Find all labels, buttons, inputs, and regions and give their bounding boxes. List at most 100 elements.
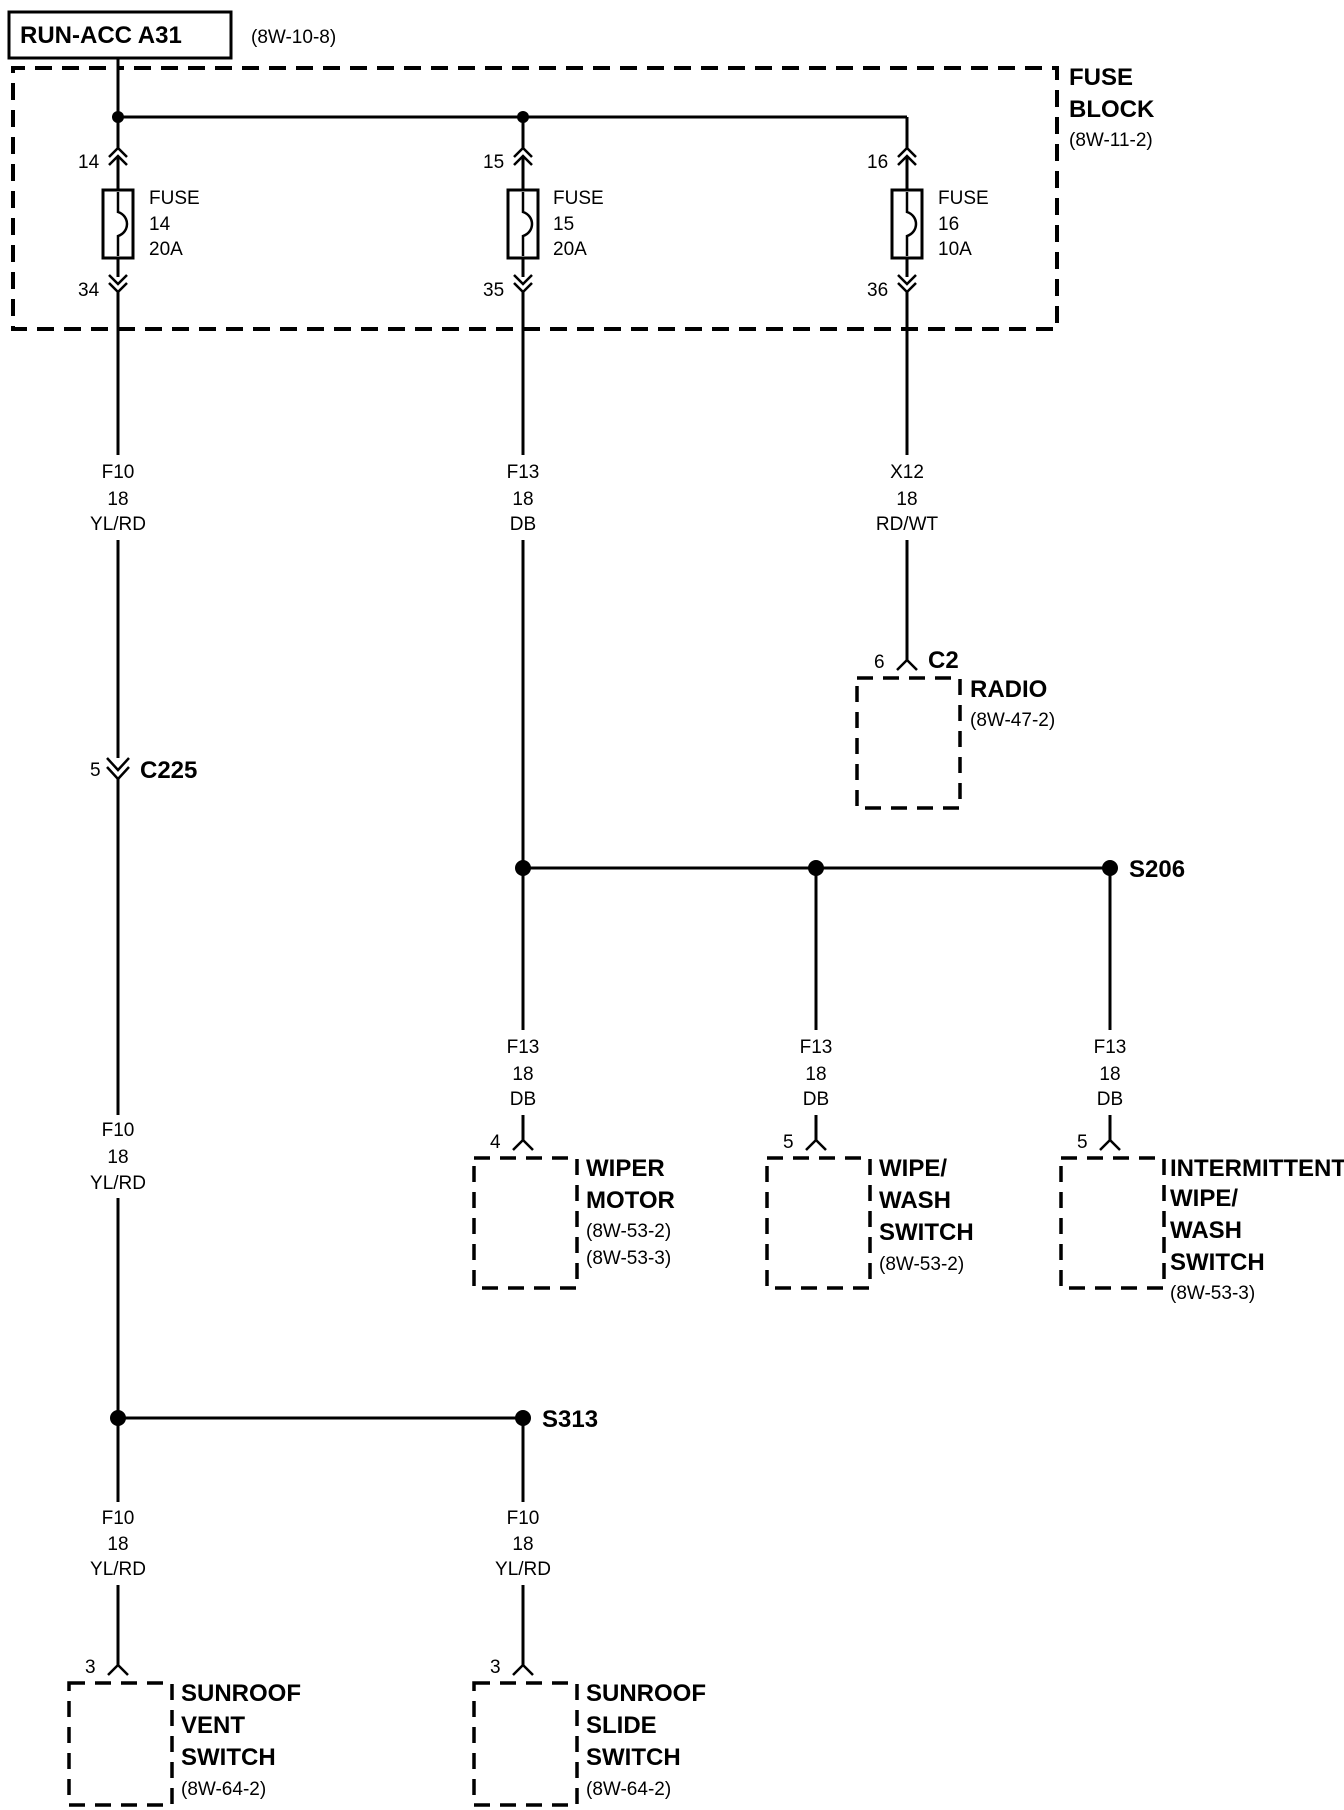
svg-text:F13: F13: [507, 1037, 540, 1058]
fuse14-rating: 20A: [149, 239, 183, 260]
sunroof-slide-switch-component: 3 SUNROOF SLIDE SWITCH (8W-64-2): [472, 1657, 706, 1807]
sunroof-slide-switch-box: [472, 1681, 579, 1807]
f13-branch-b-label: F13 18 DB: [800, 1037, 833, 1110]
radio-ref: (8W-47-2): [970, 710, 1055, 731]
f10-wire-mid-label: F10 18 YL/RD: [90, 1120, 146, 1194]
intermittent-wipe-wash-switch-pin: 5: [1077, 1132, 1088, 1153]
fuse-block-title-1: FUSE: [1069, 64, 1133, 91]
fuse14-label: FUSE: [149, 188, 200, 209]
radio-box: [855, 676, 962, 810]
radio-pin: 6: [874, 652, 885, 673]
f10-branch-b-label: F10 18 YL/RD: [495, 1508, 551, 1580]
sunroof-vent-switch-name-3: SWITCH: [181, 1744, 276, 1771]
sunroof-slide-switch-pin: 3: [490, 1657, 501, 1678]
radio-component: 6 C2 RADIO (8W-47-2): [855, 647, 1055, 810]
wipe-wash-switch-pin: 5: [783, 1132, 794, 1153]
c225-connector: 5 C225: [90, 757, 197, 784]
svg-text:F10: F10: [102, 1120, 135, 1141]
fuse-block-outline: [11, 66, 1059, 331]
source-name: RUN-ACC A31: [20, 22, 182, 49]
sunroof-vent-switch-pin: 3: [85, 1657, 96, 1678]
svg-text:YL/RD: YL/RD: [90, 514, 146, 535]
f13-wire-top-label: F13 18 DB: [507, 462, 540, 535]
source-box: [7, 10, 233, 60]
fuse14-in-pin: 14: [78, 152, 100, 173]
svg-text:18: 18: [1099, 1064, 1120, 1085]
svg-text:DB: DB: [803, 1089, 829, 1110]
wipe-wash-switch-box: [765, 1156, 872, 1290]
x12-wire-label: X12 18 RD/WT: [876, 462, 939, 535]
f13-branch-c-label: F13 18 DB: [1094, 1037, 1127, 1110]
wiper-motor-component: 4 WIPER MOTOR (8W-53-2) (8W-53-3): [472, 1132, 675, 1290]
wipe-wash-switch-ref: (8W-53-2): [879, 1254, 964, 1275]
fuse14-number: 14: [149, 214, 171, 235]
svg-text:DB: DB: [1097, 1089, 1123, 1110]
svg-text:18: 18: [512, 1534, 533, 1555]
intermittent-wipe-wash-switch-component: 5 INTERMITTENT WIPE/ WASH SWITCH (8W-53-…: [1059, 1132, 1344, 1304]
fuse15-rating: 20A: [553, 239, 587, 260]
intermittent-wipe-wash-switch-name-1: INTERMITTENT: [1170, 1155, 1344, 1182]
intermittent-wipe-wash-switch-box: [1059, 1156, 1166, 1290]
wipe-wash-switch-name-3: SWITCH: [879, 1219, 974, 1246]
intermittent-wipe-wash-switch-name-3: WASH: [1170, 1217, 1242, 1244]
s313-label: S313: [542, 1406, 598, 1433]
source-ref: (8W-10-8): [251, 27, 336, 48]
wiper-motor-name-1: WIPER: [586, 1155, 665, 1182]
svg-text:DB: DB: [510, 514, 536, 535]
svg-text:RD/WT: RD/WT: [876, 514, 939, 535]
intermittent-wipe-wash-switch-ref: (8W-53-3): [1170, 1283, 1255, 1304]
fuse15-in-pin: 15: [483, 152, 504, 173]
svg-text:F13: F13: [800, 1037, 833, 1058]
intermittent-wipe-wash-switch-name-4: SWITCH: [1170, 1249, 1265, 1276]
svg-text:18: 18: [512, 1064, 533, 1085]
svg-text:F10: F10: [507, 1508, 540, 1529]
sunroof-slide-switch-name-3: SWITCH: [586, 1744, 681, 1771]
fuse15-number: 15: [553, 214, 574, 235]
sunroof-slide-switch-name-2: SLIDE: [586, 1712, 657, 1739]
svg-text:18: 18: [107, 1147, 128, 1168]
svg-text:F13: F13: [1094, 1037, 1127, 1058]
fuse-16: 16 36 FUSE 16 10A: [867, 146, 989, 301]
fuse16-in-pin: 16: [867, 152, 888, 173]
radio-name: RADIO: [970, 676, 1047, 703]
svg-text:18: 18: [107, 1534, 128, 1555]
sunroof-slide-switch-name-1: SUNROOF: [586, 1680, 706, 1707]
wipe-wash-switch-name-2: WASH: [879, 1187, 951, 1214]
sunroof-vent-switch-ref: (8W-64-2): [181, 1779, 266, 1800]
wiper-motor-name-2: MOTOR: [586, 1187, 675, 1214]
c225-pin: 5: [90, 760, 101, 781]
f10-branch-a-label: F10 18 YL/RD: [90, 1508, 146, 1580]
fuse16-out-pin: 36: [867, 280, 888, 301]
wiper-motor-ref-2: (8W-53-3): [586, 1248, 671, 1269]
fuse15-label: FUSE: [553, 188, 604, 209]
svg-text:18: 18: [896, 489, 917, 510]
wipe-wash-switch-name-1: WIPE/: [879, 1155, 947, 1182]
svg-text:F13: F13: [507, 462, 540, 483]
svg-text:DB: DB: [510, 1089, 536, 1110]
f13-branch-a-label: F13 18 DB: [507, 1037, 540, 1110]
fuse16-number: 16: [938, 214, 959, 235]
sunroof-vent-switch-component: 3 SUNROOF VENT SWITCH (8W-64-2): [67, 1657, 301, 1807]
svg-text:F10: F10: [102, 462, 135, 483]
fuse16-label: FUSE: [938, 188, 989, 209]
fuse14-out-pin: 34: [78, 280, 100, 301]
bus-junction-1: [112, 111, 124, 123]
svg-text:F10: F10: [102, 1508, 135, 1529]
sunroof-vent-switch-box: [67, 1681, 174, 1807]
intermittent-wipe-wash-switch-name-2: WIPE/: [1170, 1185, 1238, 1212]
s206-label: S206: [1129, 856, 1185, 883]
wiper-motor-pin: 4: [490, 1132, 501, 1153]
sunroof-vent-switch-name-2: VENT: [181, 1712, 245, 1739]
wipe-wash-switch-component: 5 WIPE/ WASH SWITCH (8W-53-2): [765, 1132, 974, 1290]
fuse16-rating: 10A: [938, 239, 972, 260]
radio-connector: C2: [928, 647, 959, 674]
svg-text:YL/RD: YL/RD: [90, 1559, 146, 1580]
fuse-14: 14 34 FUSE 14 20A: [78, 146, 200, 301]
fuse15-out-pin: 35: [483, 280, 504, 301]
fuse-15: 15 35 FUSE 15 20A: [483, 117, 604, 301]
wiper-motor-ref-1: (8W-53-2): [586, 1221, 671, 1242]
svg-text:YL/RD: YL/RD: [495, 1559, 551, 1580]
svg-text:X12: X12: [890, 462, 924, 483]
svg-text:18: 18: [107, 489, 128, 510]
